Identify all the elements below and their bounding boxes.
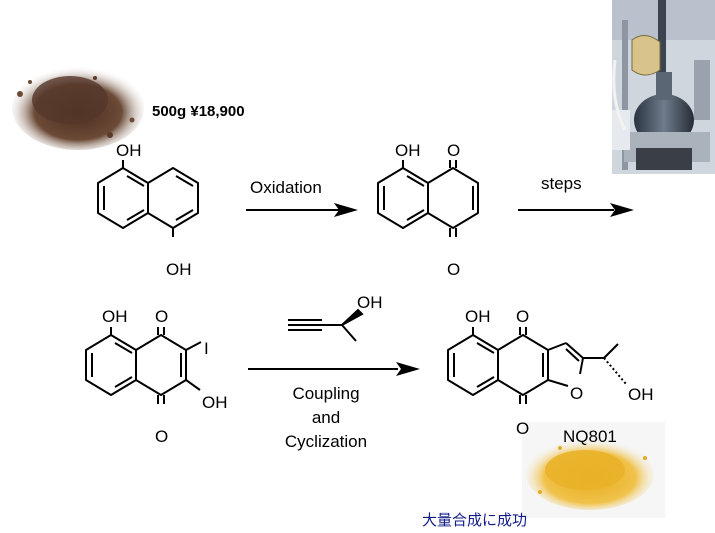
int2-oh-label: OH bbox=[102, 307, 128, 326]
intermediate1-structure bbox=[377, 160, 479, 237]
arrow-oxidation bbox=[246, 203, 358, 217]
intermediate2-structure bbox=[85, 327, 202, 404]
steps-label: steps bbox=[541, 174, 582, 193]
alkyne-reagent-structure bbox=[288, 308, 364, 342]
product-o-ring-label: O bbox=[570, 384, 583, 403]
arrow-steps bbox=[518, 203, 634, 217]
product-o-bottom-label: O bbox=[516, 419, 529, 438]
arrow-coupling bbox=[248, 362, 420, 376]
product-structure bbox=[447, 327, 627, 404]
oxidation-label: Oxidation bbox=[250, 178, 322, 197]
product-oh-side-label: OH bbox=[628, 385, 654, 404]
sm-oh-bottom-label: OH bbox=[166, 260, 192, 279]
condition-line-3: Cyclization bbox=[284, 432, 368, 451]
reactor-apparatus-image bbox=[612, 0, 715, 174]
coupling-conditions: Coupling and Cyclization bbox=[256, 382, 396, 454]
product-oh-label: OH bbox=[465, 307, 491, 326]
product-o-top-label: O bbox=[516, 307, 529, 326]
int1-o-bottom-label: O bbox=[447, 260, 460, 279]
condition-line-1: Coupling bbox=[292, 384, 360, 403]
int2-o-top-label: O bbox=[155, 307, 168, 326]
product-name-label: NQ801 bbox=[563, 427, 617, 446]
price-label: 500g ¥18,900 bbox=[152, 103, 245, 120]
brown-powder-image bbox=[12, 66, 144, 150]
int1-o-top-label: O bbox=[447, 141, 460, 160]
caption-text: 大量合成に成功 bbox=[422, 512, 528, 529]
yellow-powder-image bbox=[522, 422, 665, 518]
alkyne-oh-label: OH bbox=[357, 293, 383, 312]
int2-oh-right-label: OH bbox=[202, 393, 228, 412]
starting-material-structure bbox=[97, 160, 199, 237]
int2-o-bottom-label: O bbox=[155, 427, 168, 446]
int1-oh-label: OH bbox=[395, 141, 421, 160]
int2-i-label: I bbox=[204, 339, 209, 358]
condition-line-2: and bbox=[311, 408, 341, 427]
sm-oh-top-label: OH bbox=[116, 141, 142, 160]
